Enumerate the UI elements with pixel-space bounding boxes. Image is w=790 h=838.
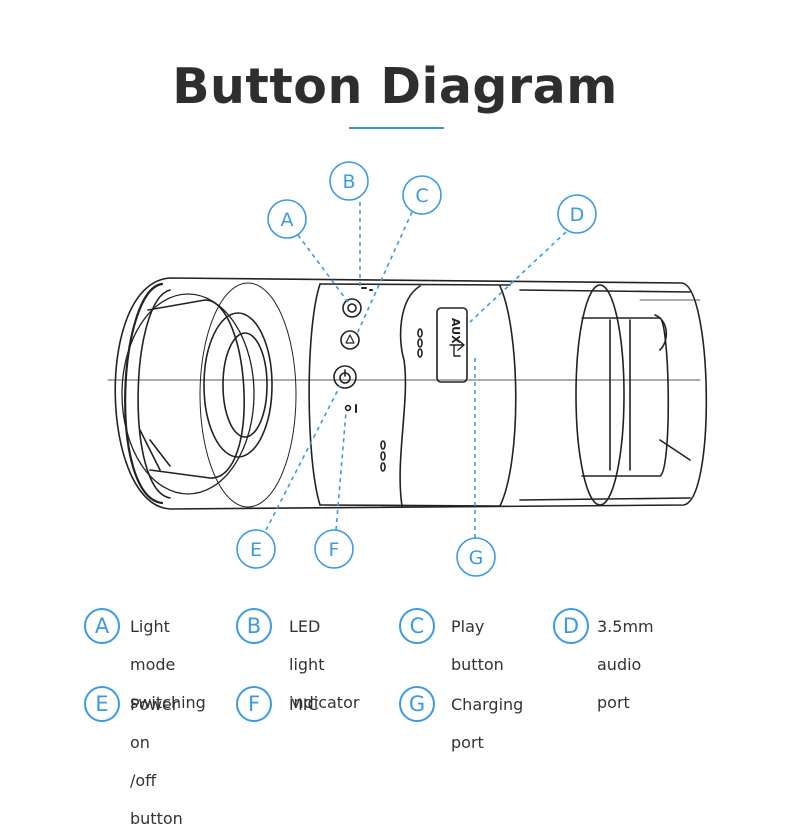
legend-text-g: Charging port [451, 695, 524, 752]
callout-d: D [570, 204, 585, 226]
legend-text-f: MIC [289, 695, 319, 714]
leader-a [297, 234, 349, 303]
callout-b-circle [329, 161, 369, 201]
aux-usb-panel [436, 307, 468, 383]
wave-divider [399, 285, 421, 507]
legend-text-e: Power on /off button [130, 695, 183, 828]
callout-g: G [469, 547, 484, 569]
speaker-body-outline [114, 277, 708, 510]
legend-text-c: Play button [451, 617, 504, 674]
right-driver [575, 284, 625, 506]
speaker-diagram: AUX A B C D E F G [107, 161, 708, 577]
control-band [308, 283, 321, 506]
callout-d-circle [557, 194, 597, 234]
leader-f [335, 411, 347, 531]
legend-badge-c: C [399, 608, 435, 644]
power-button [333, 365, 357, 389]
legend-badge-f: F [236, 686, 272, 722]
legend-text-a: Light mode switching [130, 617, 206, 712]
legend-badge-d: D [553, 608, 589, 644]
callout-a-circle [267, 199, 307, 239]
grill-dots-lower [380, 440, 386, 472]
leader-d [469, 231, 567, 323]
light-mode-button [342, 298, 362, 318]
callout-f-circle [314, 529, 354, 569]
callout-g-circle [456, 537, 496, 577]
legend-text-d: 3.5mm audio port [597, 617, 654, 712]
legend-badge-a: A [84, 608, 120, 644]
legend-badge-b: B [236, 608, 272, 644]
callout-e: E [250, 539, 262, 561]
callout-f: F [329, 539, 340, 561]
leader-e [265, 385, 341, 531]
left-end-cap [124, 282, 164, 505]
legend-badge-e: E [84, 686, 120, 722]
mic-hole [344, 404, 352, 412]
aux-label: AUX [449, 318, 462, 344]
play-button [340, 330, 360, 350]
callout-c-circle [402, 175, 442, 215]
led-indicator [361, 287, 373, 291]
callout-b: B [342, 171, 355, 193]
legend-badge-g: G [399, 686, 435, 722]
left-driver [121, 293, 255, 495]
page-title: Button Diagram [172, 58, 618, 115]
callout-c: C [415, 185, 428, 207]
callout-a: A [281, 209, 294, 231]
callout-e-circle [236, 529, 276, 569]
usb-icon [449, 339, 465, 357]
leader-c [355, 211, 413, 337]
grill-dots-upper [417, 328, 423, 358]
legend-text-b: LED light indicator [289, 617, 360, 712]
title-underline [349, 127, 444, 129]
